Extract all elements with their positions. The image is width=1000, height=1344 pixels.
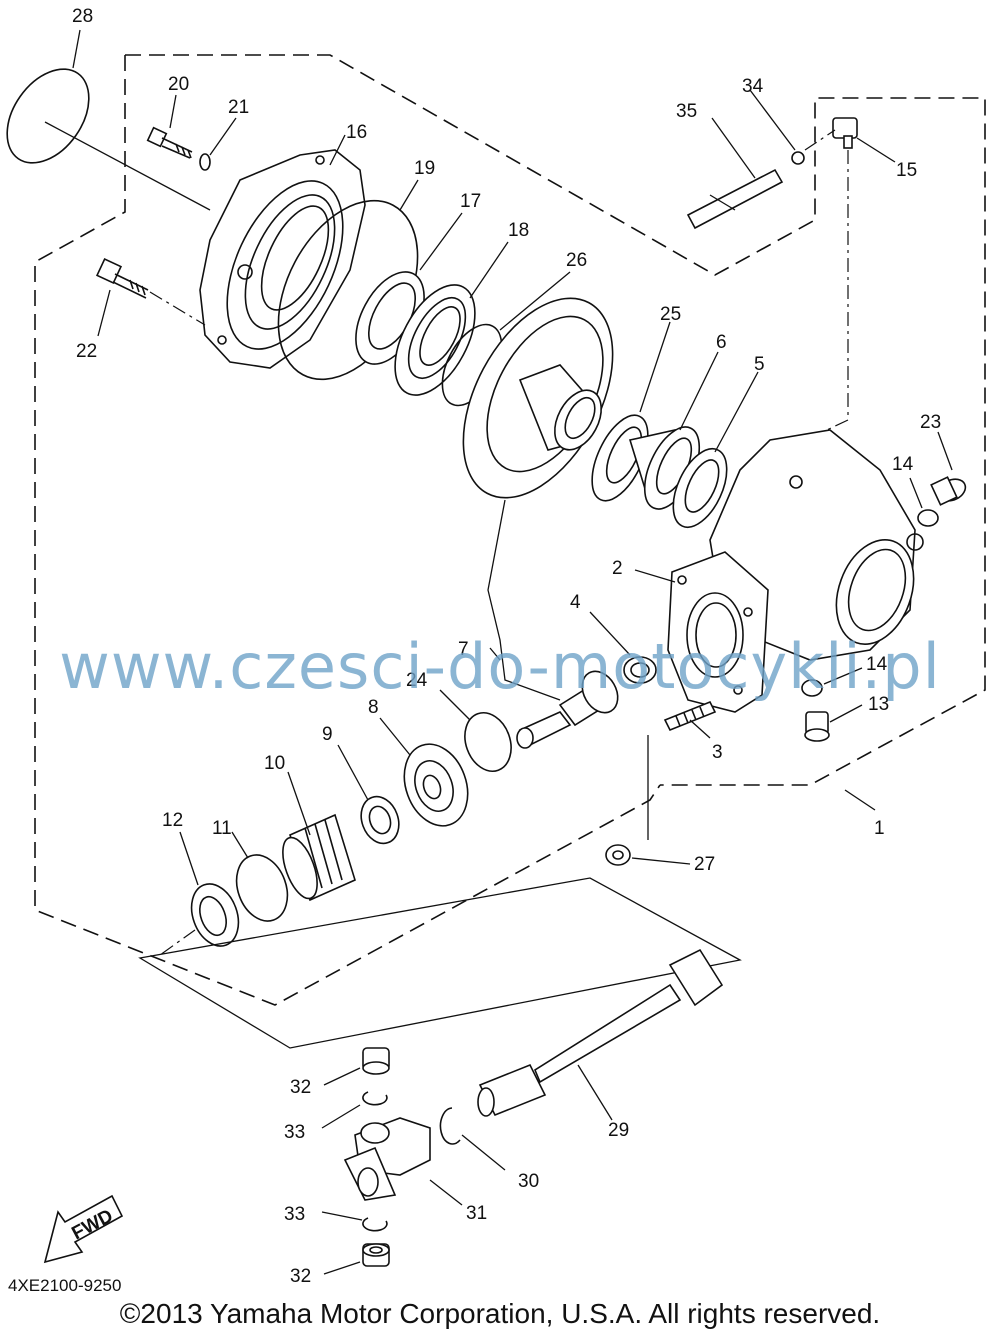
drive-pinion-gear-7 xyxy=(516,670,619,749)
part-label: 7 xyxy=(458,639,469,660)
bearing-8 xyxy=(403,743,469,827)
assembly-boundary-upper xyxy=(125,54,986,786)
oil-seal-12 xyxy=(190,883,240,947)
assembly-boundary-left xyxy=(34,55,661,1006)
part-label: 13 xyxy=(868,694,889,715)
circlip-30 xyxy=(439,1107,461,1145)
part-label: 8 xyxy=(368,697,379,718)
part-label: 33 xyxy=(284,1204,305,1225)
final-gear-case-1 xyxy=(709,429,924,661)
part-label: 28 xyxy=(72,6,93,27)
part-label: 22 xyxy=(76,341,97,362)
plug-13 xyxy=(804,711,830,742)
part-label: 23 xyxy=(920,412,941,433)
clip-34 xyxy=(791,151,805,165)
gear-case-flange-2 xyxy=(667,551,769,713)
pin-35 xyxy=(686,168,784,230)
bearing-cap-32-upper xyxy=(362,1047,390,1075)
part-label: 2 xyxy=(612,558,623,579)
part-label: 33 xyxy=(284,1122,305,1143)
part-label: 12 xyxy=(162,810,183,831)
part-label: 1 xyxy=(874,818,885,839)
washer-14-upper xyxy=(917,509,939,527)
copyright-notice: ©2013 Yamaha Motor Corporation, U.S.A. A… xyxy=(119,1298,881,1329)
collar-4 xyxy=(623,656,657,684)
part-label: 11 xyxy=(212,818,232,839)
part-label: 5 xyxy=(754,354,765,375)
part-label: 14 xyxy=(866,654,888,675)
ring-gear-7 xyxy=(462,297,614,499)
circlip-33-lower xyxy=(362,1217,388,1232)
part-label: 26 xyxy=(566,250,587,271)
stud-bolt-3 xyxy=(663,700,717,732)
part-label: 34 xyxy=(742,76,764,97)
part-label: 32 xyxy=(290,1077,311,1098)
part-number-labels: 28 20 21 16 19 17 18 26 34 35 15 22 25 6… xyxy=(72,6,941,1287)
part-label: 3 xyxy=(712,742,723,763)
gear-case-cover-16 xyxy=(199,149,366,369)
part-label: 27 xyxy=(694,854,715,875)
bolt-22 xyxy=(95,257,149,299)
part-label: 14 xyxy=(892,454,914,475)
fwd-arrow-icon: FWD xyxy=(43,1194,124,1264)
part-label: 35 xyxy=(676,101,697,122)
washer-14-lower xyxy=(801,679,823,697)
bearing-retainer-10 xyxy=(282,813,356,902)
o-ring-11 xyxy=(235,854,289,922)
nut-27 xyxy=(605,844,631,866)
part-label: 31 xyxy=(466,1203,487,1224)
part-label: 6 xyxy=(716,332,727,353)
drive-shaft-29 xyxy=(477,948,724,1117)
part-label: 10 xyxy=(264,753,285,774)
part-label: 19 xyxy=(414,158,435,179)
plug-23 xyxy=(930,476,967,506)
part-label: 4 xyxy=(570,592,581,613)
website-watermark: www.czesci-do-motocykli.pl xyxy=(59,630,941,703)
part-label: 9 xyxy=(322,724,333,745)
universal-joint-31 xyxy=(343,1117,431,1201)
part-label: 32 xyxy=(290,1266,311,1287)
breather-fitting-15 xyxy=(832,117,858,149)
oil-seal-5 xyxy=(672,448,728,528)
drawing-code: 4XE2100-9250 xyxy=(8,1276,122,1295)
bolt-20 xyxy=(146,126,193,159)
bearing-18 xyxy=(394,284,476,396)
part-label: 24 xyxy=(406,670,428,691)
bearing-cap-32-lower xyxy=(362,1243,390,1267)
collar-9 xyxy=(360,795,400,845)
o-ring-28 xyxy=(6,68,90,164)
part-label: 16 xyxy=(346,122,367,143)
part-label: 25 xyxy=(660,304,681,325)
shaft-frame-29 xyxy=(138,877,742,1049)
part-label: 21 xyxy=(228,97,249,118)
shim-24 xyxy=(464,712,512,772)
part-label: 29 xyxy=(608,1120,629,1141)
circlip-33-upper xyxy=(362,1091,388,1106)
part-label: 15 xyxy=(896,160,917,181)
part-label: 30 xyxy=(518,1171,539,1192)
part-label: 20 xyxy=(168,74,189,95)
washer-21 xyxy=(199,153,211,171)
part-label: 17 xyxy=(460,191,481,212)
part-label: 18 xyxy=(508,220,529,241)
